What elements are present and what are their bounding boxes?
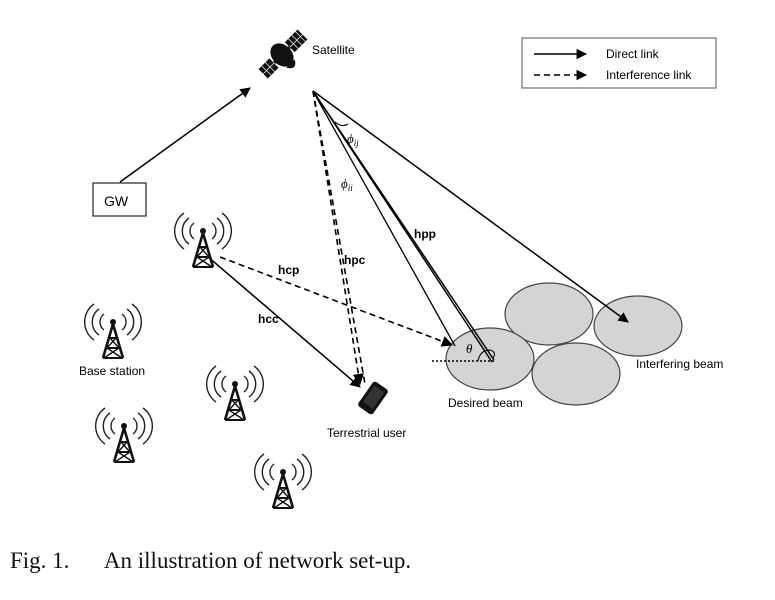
- base-station-icon: [205, 364, 265, 422]
- phi-ij-label: ϕij: [347, 131, 359, 148]
- interfering-beam-ellipse: [593, 295, 683, 357]
- phi-ij-arc: [334, 121, 349, 127]
- satellite-icon: [257, 29, 308, 80]
- theta-label: θ: [466, 341, 473, 356]
- hpc-link-line-2: [312, 90, 366, 385]
- legend: Direct link Interference link: [521, 37, 717, 89]
- legend-direct-label: Direct link: [606, 47, 660, 61]
- gw-satellite-link: [119, 87, 251, 183]
- gw-label: GW: [104, 193, 129, 209]
- hcp-label: hcp: [278, 263, 299, 277]
- satellite-ray-inner: [312, 90, 456, 347]
- figure-caption: Fig. 1. An illustration of network set-u…: [10, 548, 411, 574]
- legend-box: [521, 37, 717, 89]
- desired-beam-label: Desired beam: [448, 396, 523, 410]
- hcp-link-line: [219, 256, 454, 347]
- base-station-icon: [83, 302, 143, 360]
- theta-arc: [477, 349, 495, 362]
- legend-interference-label: Interference link: [606, 68, 692, 82]
- boresight-line: [312, 90, 495, 361]
- hpp-label: hpp: [414, 227, 436, 241]
- base-station-icon: [94, 406, 154, 464]
- base-station-icon: [253, 452, 313, 510]
- interfering-beam-label: Interfering beam: [636, 357, 723, 371]
- beam-bottom: [531, 342, 621, 406]
- phi-ii-label: ϕii: [341, 176, 353, 193]
- figure-caption-text: An illustration of network set-up.: [103, 548, 412, 573]
- beam-cluster: [445, 282, 683, 406]
- beam-top: [504, 282, 594, 346]
- satellite-label: Satellite: [312, 43, 355, 57]
- hcc-link-line: [206, 255, 361, 388]
- figure-number: Fig. 1.: [10, 548, 70, 573]
- hcc-label: hcc: [258, 312, 279, 326]
- base-station-label: Base station: [79, 364, 145, 378]
- hpc-label: hpc: [344, 253, 366, 267]
- gw-box: [92, 182, 147, 217]
- satellite-interfering-beam-link: [312, 90, 629, 323]
- phone-icon: [358, 381, 388, 415]
- terrestrial-user-label: Terrestrial user: [327, 426, 406, 440]
